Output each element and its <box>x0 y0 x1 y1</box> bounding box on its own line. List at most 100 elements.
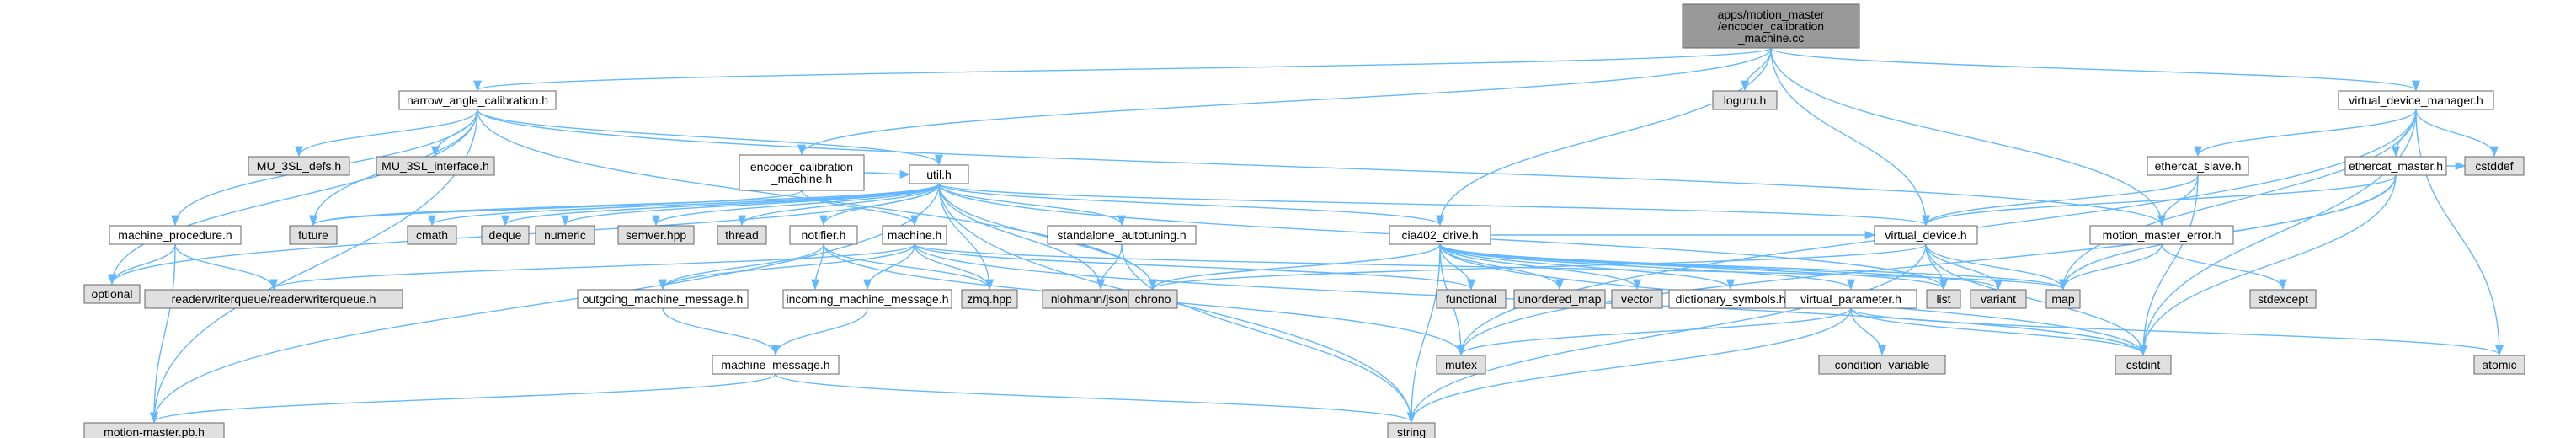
node-label: variant <box>1981 292 2016 306</box>
node-label: deque <box>489 228 522 242</box>
node-label: outgoing_machine_message.h <box>583 292 744 306</box>
edge-machine-zmq <box>914 243 995 291</box>
node-label: MU_3SL_interface.h <box>381 159 489 173</box>
edge-util-chrono <box>938 183 1157 291</box>
node-notifier[interactable]: notifier.h <box>789 225 858 245</box>
node-label: virtual_device_manager.h <box>2349 93 2483 107</box>
node-label: condition_variable <box>1835 358 1930 371</box>
node-mproc[interactable]: machine_procedure.h <box>109 225 242 245</box>
node-dict[interactable]: dictionary_symbols.h <box>1668 289 1793 309</box>
node-label: narrow_angle_calibration.h <box>407 93 548 107</box>
edge-vparam-cstdint <box>1850 307 2147 356</box>
edge-machine-map <box>914 243 2067 291</box>
edge-vdm-cstddef <box>2415 109 2499 158</box>
node-box-mmerr <box>2089 225 2234 245</box>
node-chrono: chrono <box>1128 289 1178 309</box>
edge-nac-mmerr <box>477 109 2166 227</box>
edge-nac-optional <box>108 109 478 286</box>
node-label: chrono <box>1135 292 1171 306</box>
node-label: stdexcept <box>2258 292 2308 306</box>
node-semver: semver.hpp <box>617 225 695 245</box>
node-box-map <box>2045 289 2081 309</box>
node-vdev[interactable]: virtual_device.h <box>1874 225 1978 245</box>
node-box-mmsg <box>712 355 840 375</box>
edge-notifier-zmq <box>823 243 994 291</box>
node-ethmaster[interactable]: ethercat_master.h <box>2344 156 2447 176</box>
node-label: util.h <box>926 168 952 181</box>
node-label: virtual_parameter.h <box>1800 292 1901 306</box>
node-label: MU_3SL_defs.h <box>257 159 341 173</box>
edge-util-numeric <box>561 183 940 227</box>
node-cmath: cmath <box>407 225 457 245</box>
node-mutex: mutex <box>1436 355 1486 375</box>
edge-cia402-vparam <box>1439 243 1855 291</box>
node-label: numeric <box>544 228 586 242</box>
node-box-stdexcept <box>2249 289 2317 309</box>
node-box-atomic <box>2473 355 2525 375</box>
node-label: incoming_machine_message.h <box>787 292 949 306</box>
node-box-cia402 <box>1389 225 1491 245</box>
node-box-list <box>1926 289 1961 309</box>
edge-vdev-string <box>1407 243 1927 424</box>
node-box-cstdint <box>2115 355 2172 375</box>
node-box-vector <box>1611 289 1663 309</box>
edge-vparam-atomic <box>1850 307 2504 356</box>
edge-nac-util <box>477 109 943 166</box>
node-util[interactable]: util.h <box>909 164 969 184</box>
node-rwq: readerwriterqueue/readerwriterqueue.h <box>144 289 403 309</box>
node-standalone[interactable]: standalone_autotuning.h <box>1047 225 1197 245</box>
node-nac[interactable]: narrow_angle_calibration.h <box>398 90 557 110</box>
edge-vdm-map <box>2059 109 2417 291</box>
node-numeric: numeric <box>535 225 595 245</box>
edge-cia402-map <box>1439 243 2067 291</box>
node-box-loguru <box>1712 90 1778 110</box>
node-machine[interactable]: machine.h <box>882 225 947 245</box>
node-box-thread <box>717 225 767 245</box>
node-label: /encoder_calibration <box>1718 19 1824 33</box>
node-future: future <box>289 225 338 245</box>
node-label: string <box>1397 425 1426 438</box>
node-box-deque <box>481 225 530 245</box>
node-box-umap <box>1513 289 1606 309</box>
node-label: dictionary_symbols.h <box>1676 292 1786 306</box>
node-label: notifier.h <box>802 228 846 242</box>
node-omm[interactable]: outgoing_machine_message.h <box>577 289 749 309</box>
node-label: virtual_device.h <box>1885 228 1966 242</box>
node-ethslave[interactable]: ethercat_slave.h <box>2147 156 2249 176</box>
node-box-omm <box>577 289 749 309</box>
edge-vdev-cstdint <box>1925 243 2147 356</box>
node-label: unordered_map <box>1518 292 1602 306</box>
node-vparam[interactable]: virtual_parameter.h <box>1784 289 1917 309</box>
node-root[interactable]: apps/motion_master/encoder_calibration_m… <box>1682 3 1860 49</box>
edge-root-ecm <box>797 47 1772 156</box>
node-vdm[interactable]: virtual_device_manager.h <box>2338 90 2494 110</box>
edge-util-json <box>938 183 1106 291</box>
node-imm[interactable]: incoming_machine_message.h <box>782 289 952 309</box>
edge-machine-rwq <box>269 243 915 291</box>
edge-cia402-chrono <box>1149 243 1441 291</box>
node-label: encoder_calibration <box>750 160 853 174</box>
node-ecm[interactable]: encoder_calibration_machine.h <box>739 154 865 191</box>
node-box-mutex <box>1436 355 1486 375</box>
node-box-mu3d <box>248 156 350 176</box>
node-mmsg[interactable]: machine_message.h <box>712 355 840 375</box>
node-box-chrono <box>1128 289 1178 309</box>
node-box-variant <box>1970 289 2027 309</box>
nodes: apps/motion_master/encoder_calibration_m… <box>83 3 2525 438</box>
node-box-pbh <box>83 422 225 438</box>
node-atomic: atomic <box>2473 355 2525 375</box>
edge-root-mmerr <box>1770 47 2166 227</box>
edge-vdev-map <box>1925 243 2067 291</box>
edge-vdm-cstdint <box>2138 109 2417 356</box>
edge-util-cia402 <box>938 183 1444 227</box>
node-box-root <box>1682 3 1860 49</box>
node-mmerr[interactable]: motion_master_error.h <box>2089 225 2234 245</box>
node-label: list <box>1936 292 1950 306</box>
node-mu3d: MU_3SL_defs.h <box>248 156 350 176</box>
node-cia402[interactable]: cia402_drive.h <box>1389 225 1491 245</box>
node-label: apps/motion_master <box>1718 8 1825 21</box>
node-label: cstddef <box>2475 159 2513 173</box>
edge-util-vdev <box>938 183 1930 227</box>
edge-ethslave-mmerr <box>2157 174 2199 227</box>
